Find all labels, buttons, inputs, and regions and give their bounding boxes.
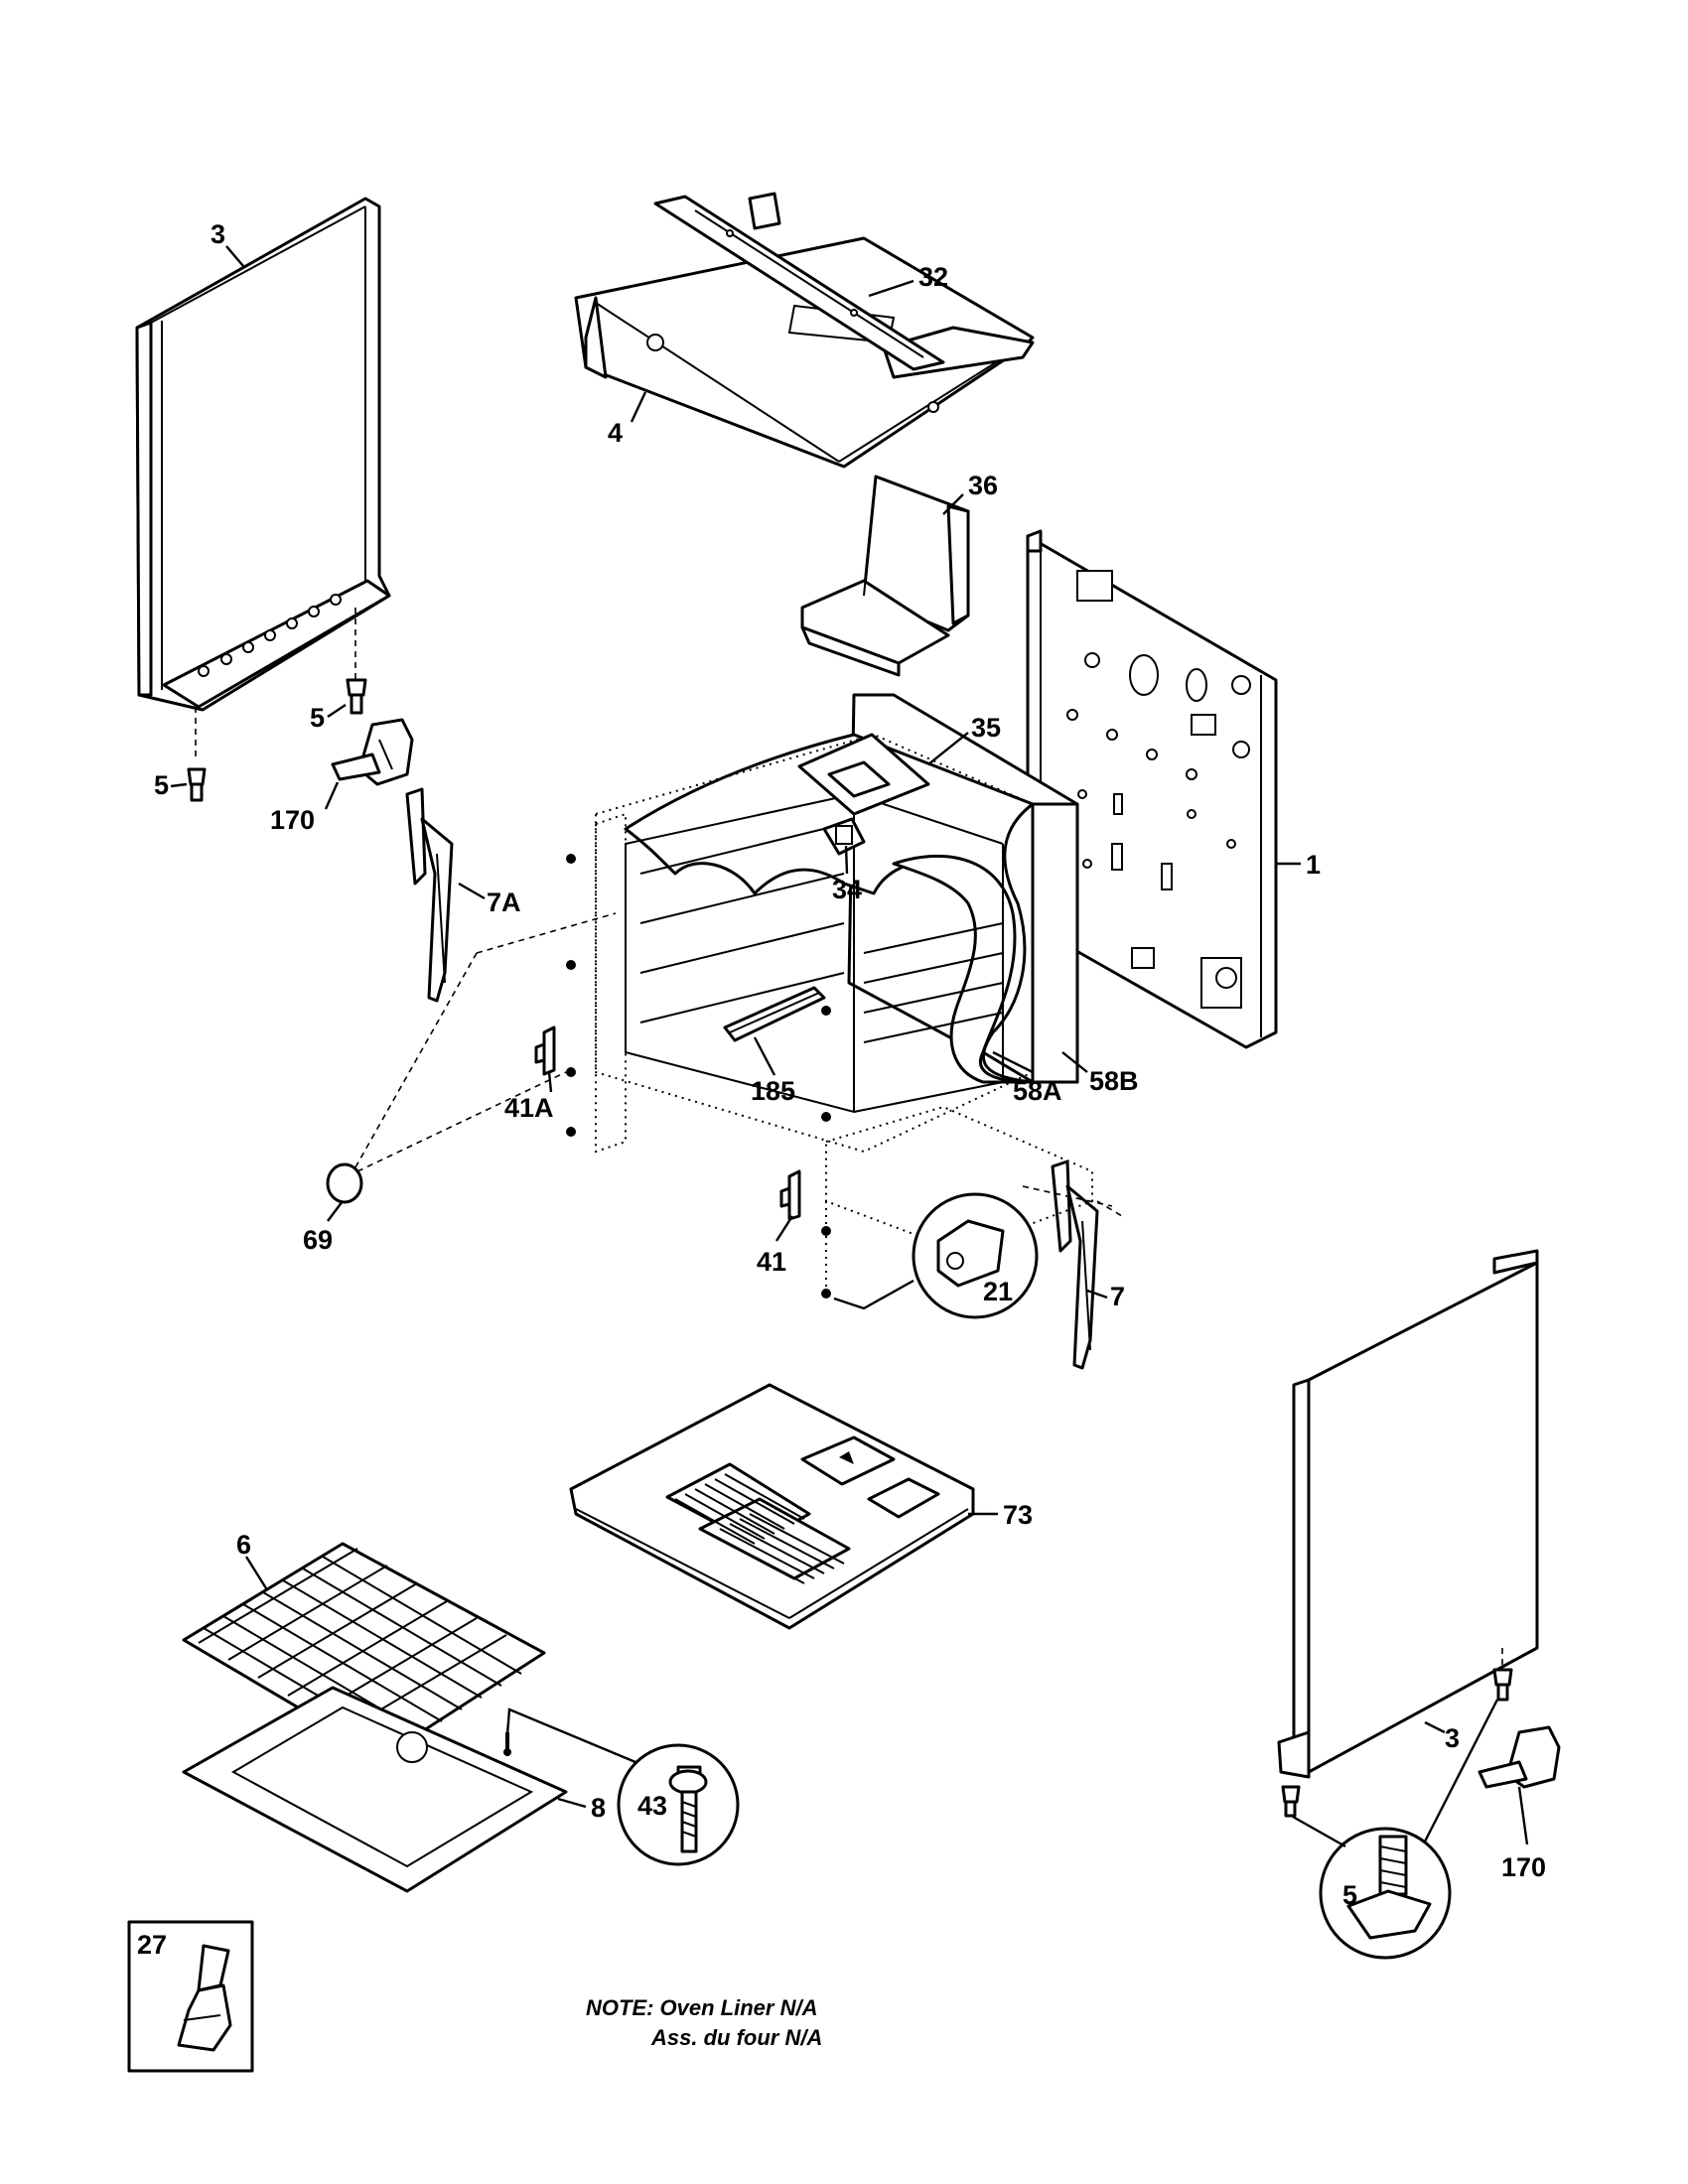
label-6: 6 <box>236 1530 251 1560</box>
label-27: 27 <box>137 1930 167 1960</box>
label-35: 35 <box>971 713 1001 743</box>
hinge-receiver-41 <box>779 1169 801 1221</box>
top-heat-shield <box>797 733 930 856</box>
label-1: 1 <box>1306 850 1321 880</box>
screw-detail-43 <box>505 1707 740 1866</box>
right-door-hinge <box>1022 1160 1123 1370</box>
screws <box>566 854 831 1298</box>
label-5-upper: 5 <box>310 703 325 733</box>
label-73: 73 <box>1003 1500 1033 1530</box>
leveler-detail-5 <box>1292 1699 1499 1960</box>
vent-trim <box>723 986 826 1042</box>
anti-tip-bracket-left <box>331 718 414 786</box>
label-41: 41 <box>757 1247 786 1277</box>
left-door-hinge <box>347 787 617 1182</box>
top-burner-box <box>574 236 1035 469</box>
label-3-right: 3 <box>1445 1723 1460 1753</box>
label-32: 32 <box>918 262 948 292</box>
label-69: 69 <box>303 1225 333 1255</box>
label-8: 8 <box>591 1793 606 1823</box>
label-170-left: 170 <box>270 805 315 835</box>
label-5-side: 5 <box>154 770 169 800</box>
label-4: 4 <box>608 418 623 448</box>
label-58a: 58A <box>1013 1076 1062 1106</box>
label-34: 34 <box>832 875 862 904</box>
label-43: 43 <box>637 1791 667 1821</box>
label-5-detail: 5 <box>1342 1880 1357 1910</box>
broil-pan <box>182 1686 568 1893</box>
oven-bottom-panel <box>569 1383 975 1630</box>
note-line-2: Ass. du four N/A <box>651 2025 823 2050</box>
leveling-screws-left <box>187 678 367 802</box>
label-21: 21 <box>983 1277 1013 1306</box>
leveler-detail-21 <box>833 1192 1039 1319</box>
lower-cavity-frame <box>825 1105 1093 1291</box>
anti-tip-bracket-right <box>1477 1725 1561 1789</box>
label-3-left: 3 <box>211 219 225 249</box>
label-7: 7 <box>1110 1282 1125 1311</box>
oven-cavity <box>595 733 1034 1154</box>
hinge-receiver-41a <box>534 1025 556 1076</box>
right-side-panel <box>1277 1249 1539 1779</box>
label-36: 36 <box>968 471 998 500</box>
left-side-panel <box>135 197 391 759</box>
label-170-right: 170 <box>1501 1852 1546 1882</box>
oven-light-lens <box>326 1071 567 1204</box>
label-185: 185 <box>751 1076 795 1106</box>
label-58b: 58B <box>1089 1066 1139 1096</box>
note-line-1: NOTE: Oven Liner N/A <box>586 1995 818 2020</box>
rear-panel <box>1026 529 1278 1049</box>
detail-box-27 <box>127 1920 254 2073</box>
label-leaders <box>170 245 1529 1845</box>
flue-duct <box>800 475 970 677</box>
label-7a: 7A <box>487 887 521 917</box>
label-41a: 41A <box>504 1093 554 1123</box>
leveling-screws-right <box>1281 1648 1513 1818</box>
part-labels: 3 32 4 36 1 5 5 170 7A 35 34 185 41A 58A… <box>137 219 1546 1960</box>
top-bracket <box>653 192 945 371</box>
oven-liner-note: NOTE: Oven Liner N/A Ass. du four N/A <box>586 1993 822 2053</box>
